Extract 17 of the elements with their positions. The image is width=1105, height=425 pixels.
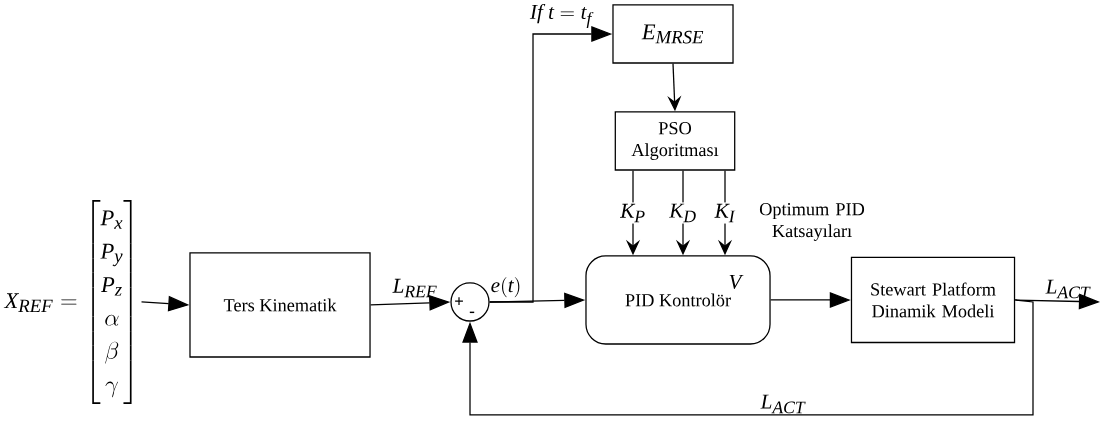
- process-box: Ters Kinematik: [189, 252, 371, 358]
- edge-label: $If\ t = t_f$: [529, 4, 594, 28]
- note-text: Optimum PID Katsayıları: [759, 203, 865, 241]
- vector-formula: $X_{REF} = \begin{bmatrix} P_x \\ P_y \\ P_z \\ \alpha \\ \beta \\ \gamma \end{bmatrix}$: [3, 199, 132, 404]
- edge-label: $L_{REF}$: [392, 278, 437, 298]
- edge-label: $K_D$: [667, 202, 699, 224]
- edge-label: $K_I$: [713, 202, 737, 224]
- edge-label: $L_{ACT}$: [1045, 279, 1091, 299]
- arrow: [462, 299, 1034, 416]
- process-box: Stewart Platform Dinamik Modeli: [850, 256, 1016, 344]
- edge-label: $K_P$: [618, 202, 648, 224]
- edge-label: $V$: [729, 274, 744, 290]
- edge-label: $e(t)$: [491, 276, 520, 298]
- summing-junction: + -: [450, 282, 490, 322]
- process-box: PSO Algoritması: [614, 111, 736, 171]
- edge-label: $L_{ACT}$: [760, 394, 806, 414]
- process-box: $E_{MRSE}$: [612, 4, 734, 64]
